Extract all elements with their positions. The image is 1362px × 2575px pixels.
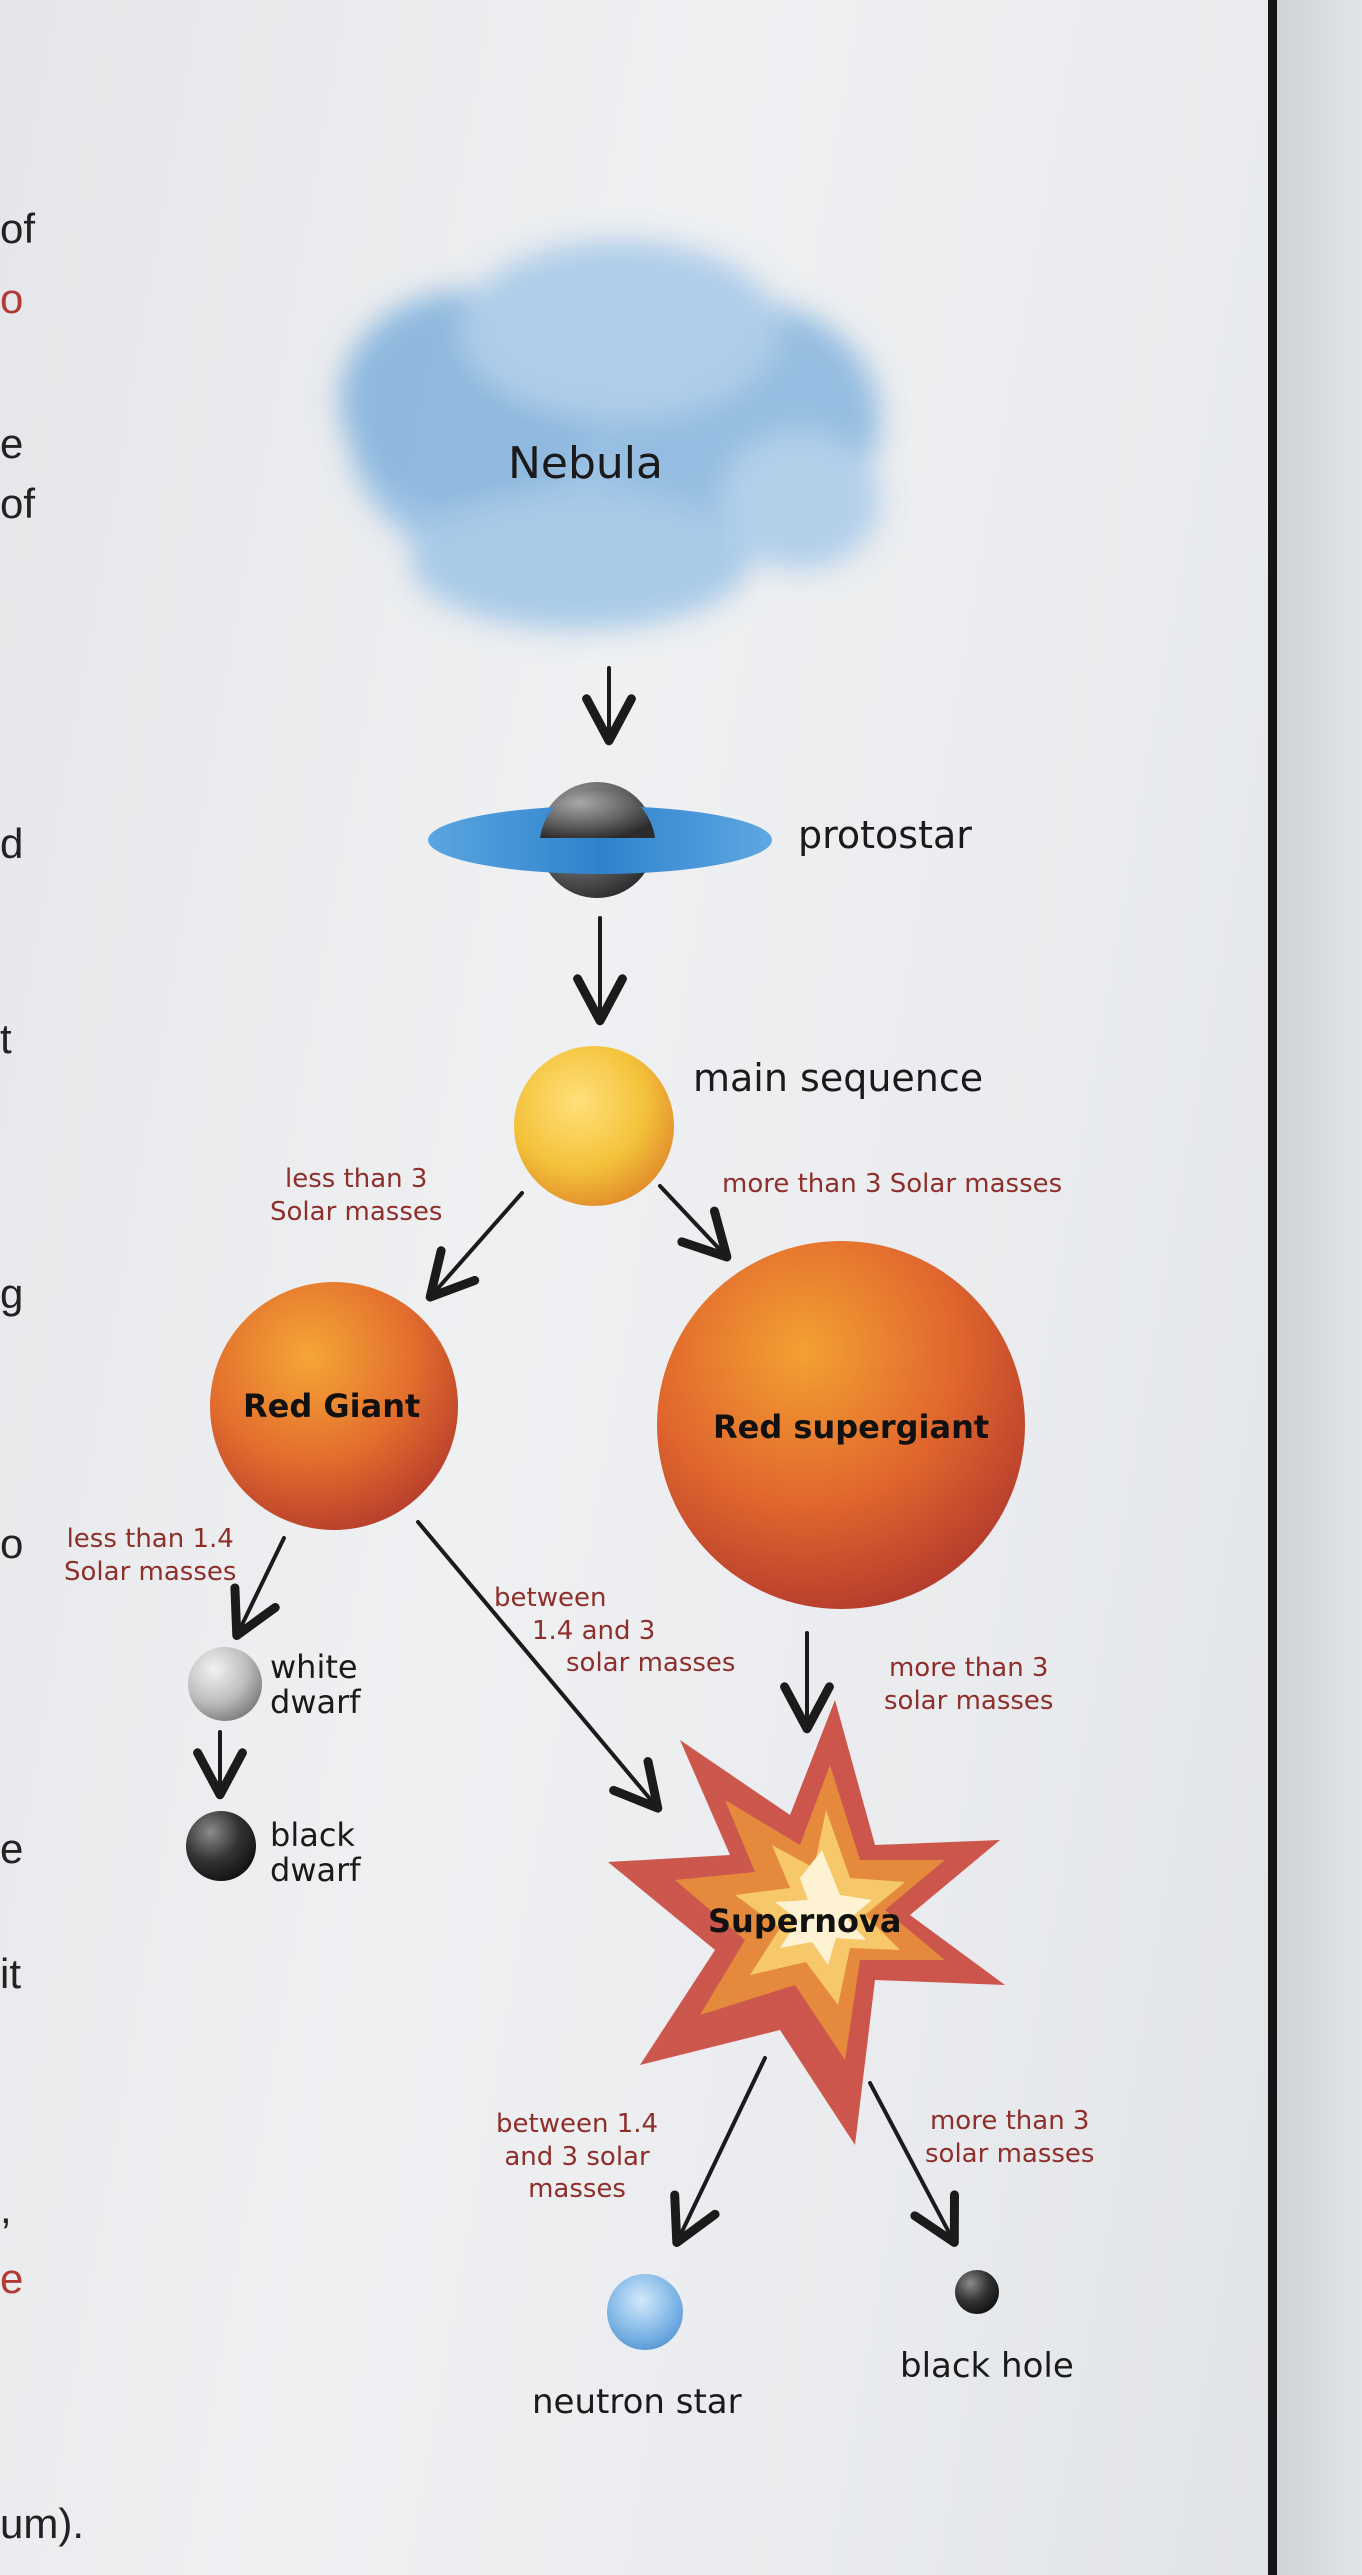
black-dwarf-star [186,1811,256,1881]
edge-text: o [0,1520,24,1567]
label-black-dwarf: black dwarf [270,1816,361,1890]
note-more-than-3-blackhole: more than 3 solar masses [925,2106,1095,2169]
arrow-supernova-neutron [670,2056,767,2248]
red-giant-star [210,1282,458,1530]
edge-text: t [0,1015,12,1062]
note-between-1-4-and-3-solar: between 1.4 and 3 solar masses [496,2109,659,2204]
note-more-than-3: more than 3 Solar masses [722,1169,1063,1199]
arrow-giant-white [230,1536,286,1641]
red-supergiant-star [657,1241,1025,1609]
note-supergiant-more-than-3: more than 3 solar masses [884,1653,1054,1716]
label-protostar: protostar [798,813,972,857]
edge-text: g [0,1270,24,1317]
note-between-1-4-and-3: between 1.4 and 3 solar masses [494,1583,736,1678]
label-red-supergiant: Red supergiant [713,1408,990,1446]
arrow-giant-supernova [416,1520,663,1813]
label-white-dwarf: white dwarf [270,1648,361,1722]
edge-text: d [0,820,24,867]
nebula-cloud [340,240,880,630]
main-sequence-star [514,1046,674,1206]
protostar-icon [428,782,772,898]
edge-text: e [0,420,24,467]
neutron-star [607,2274,683,2350]
adjacent-page [1277,0,1362,2575]
white-dwarf-star [188,1647,262,1721]
label-main-sequence: main sequence [693,1056,984,1100]
arrow-main-supergiant [658,1184,732,1262]
edge-text: e [0,2255,24,2302]
black-hole [955,2270,999,2314]
edge-text: of [0,205,36,252]
edge-text: , [0,2185,12,2232]
edge-text: e [0,1825,24,1872]
edge-text: it [0,1950,21,1997]
note-less-than-3: less than 3 Solar masses [270,1164,443,1227]
note-less-than-1-4: less than 1.4 Solar masses [64,1524,237,1587]
edge-text: um). [0,2500,84,2547]
edge-text: o [0,275,24,322]
label-black-hole: black hole [900,2346,1074,2386]
label-neutron-star: neutron star [532,2382,742,2422]
label-supernova: Supernova [708,1902,902,1940]
page-divider-rule [1268,0,1277,2575]
arrow-main-giant [425,1191,524,1302]
supernova-burst [608,1700,1005,2145]
arrow-supernova-blackhole [868,2081,959,2247]
label-nebula: Nebula [508,438,663,489]
label-red-giant: Red Giant [243,1387,421,1425]
edge-text: of [0,480,36,527]
